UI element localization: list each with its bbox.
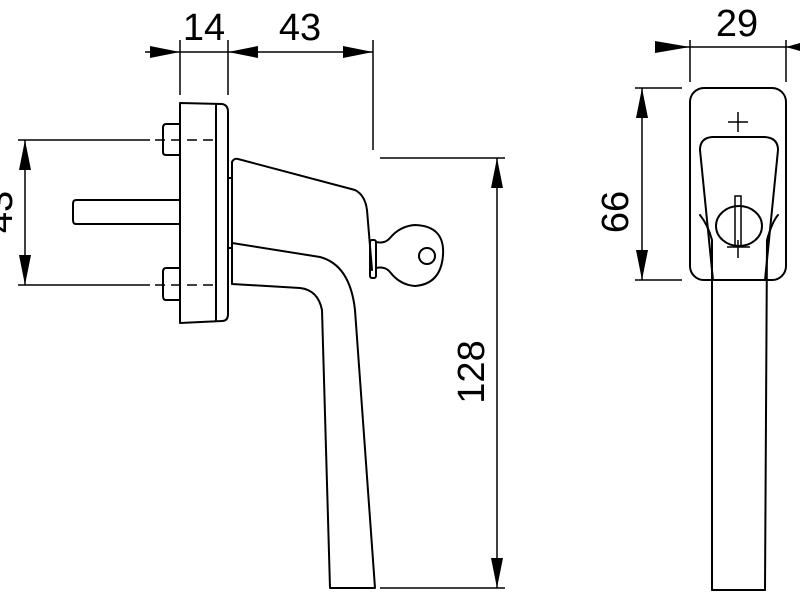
dimension-width: 29 — [655, 3, 800, 82]
front-view — [689, 87, 787, 591]
key-icon — [369, 224, 445, 287]
dimension-45: 43 — [0, 191, 21, 233]
dimension-66: 66 — [595, 191, 637, 233]
dimension-14: 14 — [183, 7, 225, 49]
handle-lever — [231, 242, 376, 589]
rose-plate-front — [689, 87, 787, 281]
plus-mark-top — [728, 112, 748, 132]
dimension-128: 128 — [451, 340, 493, 403]
dimension-top: 14 43 — [145, 7, 374, 150]
rose-plate — [179, 102, 229, 324]
bolt-head-bottom — [162, 267, 181, 301]
plus-mark-bottom — [727, 240, 750, 258]
dimension-height: 66 — [595, 87, 682, 281]
dimension-left: 43 — [0, 139, 150, 286]
side-view — [72, 102, 445, 589]
handle-front — [699, 136, 779, 281]
square-spindle — [72, 199, 181, 225]
lock-cylinder-icon — [715, 195, 763, 247]
handle-body — [231, 157, 373, 271]
dimension-29: 29 — [716, 3, 758, 45]
dimension-43: 43 — [279, 7, 321, 49]
dimension-right: 128 — [380, 157, 505, 589]
